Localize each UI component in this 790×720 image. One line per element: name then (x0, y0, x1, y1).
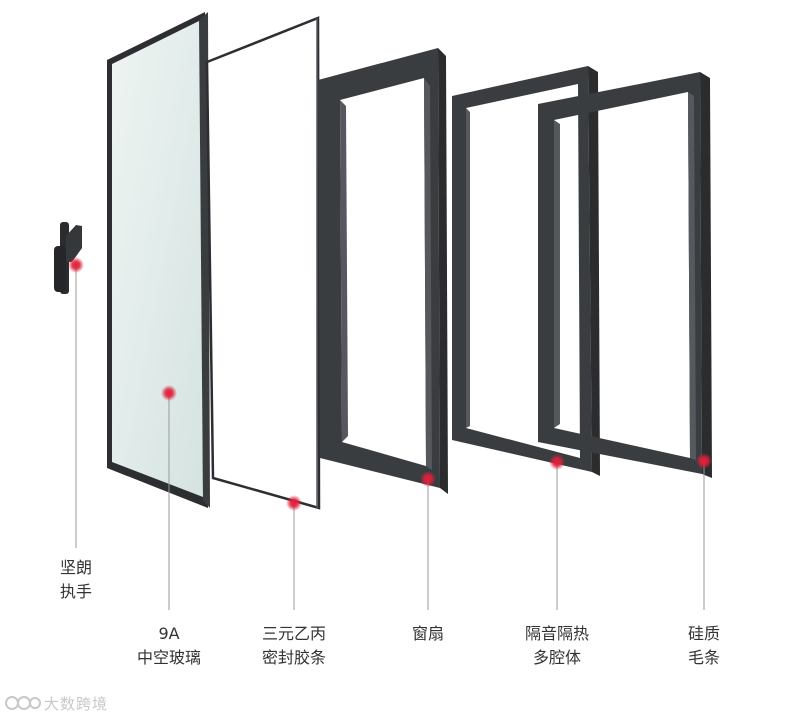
label-profile: 隔音隔热 多腔体 (512, 622, 602, 670)
label-sash-line1: 窗扇 (398, 622, 458, 646)
label-handle-line2: 执手 (46, 580, 106, 604)
multi-chamber-profile-frame (452, 66, 600, 476)
watermark: 大数跨境 (4, 692, 108, 714)
label-gasket-line1: 三元乙丙 (249, 622, 339, 646)
epdm-gasket (207, 18, 319, 508)
label-gasket: 三元乙丙 密封胶条 (249, 622, 339, 670)
label-brush-line1: 硅质 (674, 622, 734, 646)
label-profile-line2: 多腔体 (512, 646, 602, 670)
label-profile-line1: 隔音隔热 (512, 622, 602, 646)
label-glass-line2: 中空玻璃 (129, 646, 209, 670)
marker-sash (420, 471, 436, 487)
watermark-text: 大数跨境 (44, 693, 108, 714)
label-sash: 窗扇 (398, 622, 458, 646)
label-gasket-line2: 密封胶条 (249, 646, 339, 670)
watermark-logo-icon (4, 693, 42, 713)
label-handle: 坚朗 执手 (46, 556, 106, 604)
marker-profile (549, 454, 565, 470)
label-glass: 9A 中空玻璃 (129, 622, 209, 670)
label-brush-line2: 毛条 (674, 646, 734, 670)
brush-strip-frame (538, 72, 712, 478)
marker-gasket (286, 495, 302, 511)
label-brush: 硅质 毛条 (674, 622, 734, 670)
label-glass-line1: 9A (129, 622, 209, 646)
label-handle-line1: 坚朗 (46, 556, 106, 580)
marker-glass (161, 385, 177, 401)
sash-frame (318, 48, 448, 494)
marker-brush (696, 453, 712, 469)
marker-handle (68, 257, 84, 273)
insulated-glass-panel (107, 12, 210, 508)
